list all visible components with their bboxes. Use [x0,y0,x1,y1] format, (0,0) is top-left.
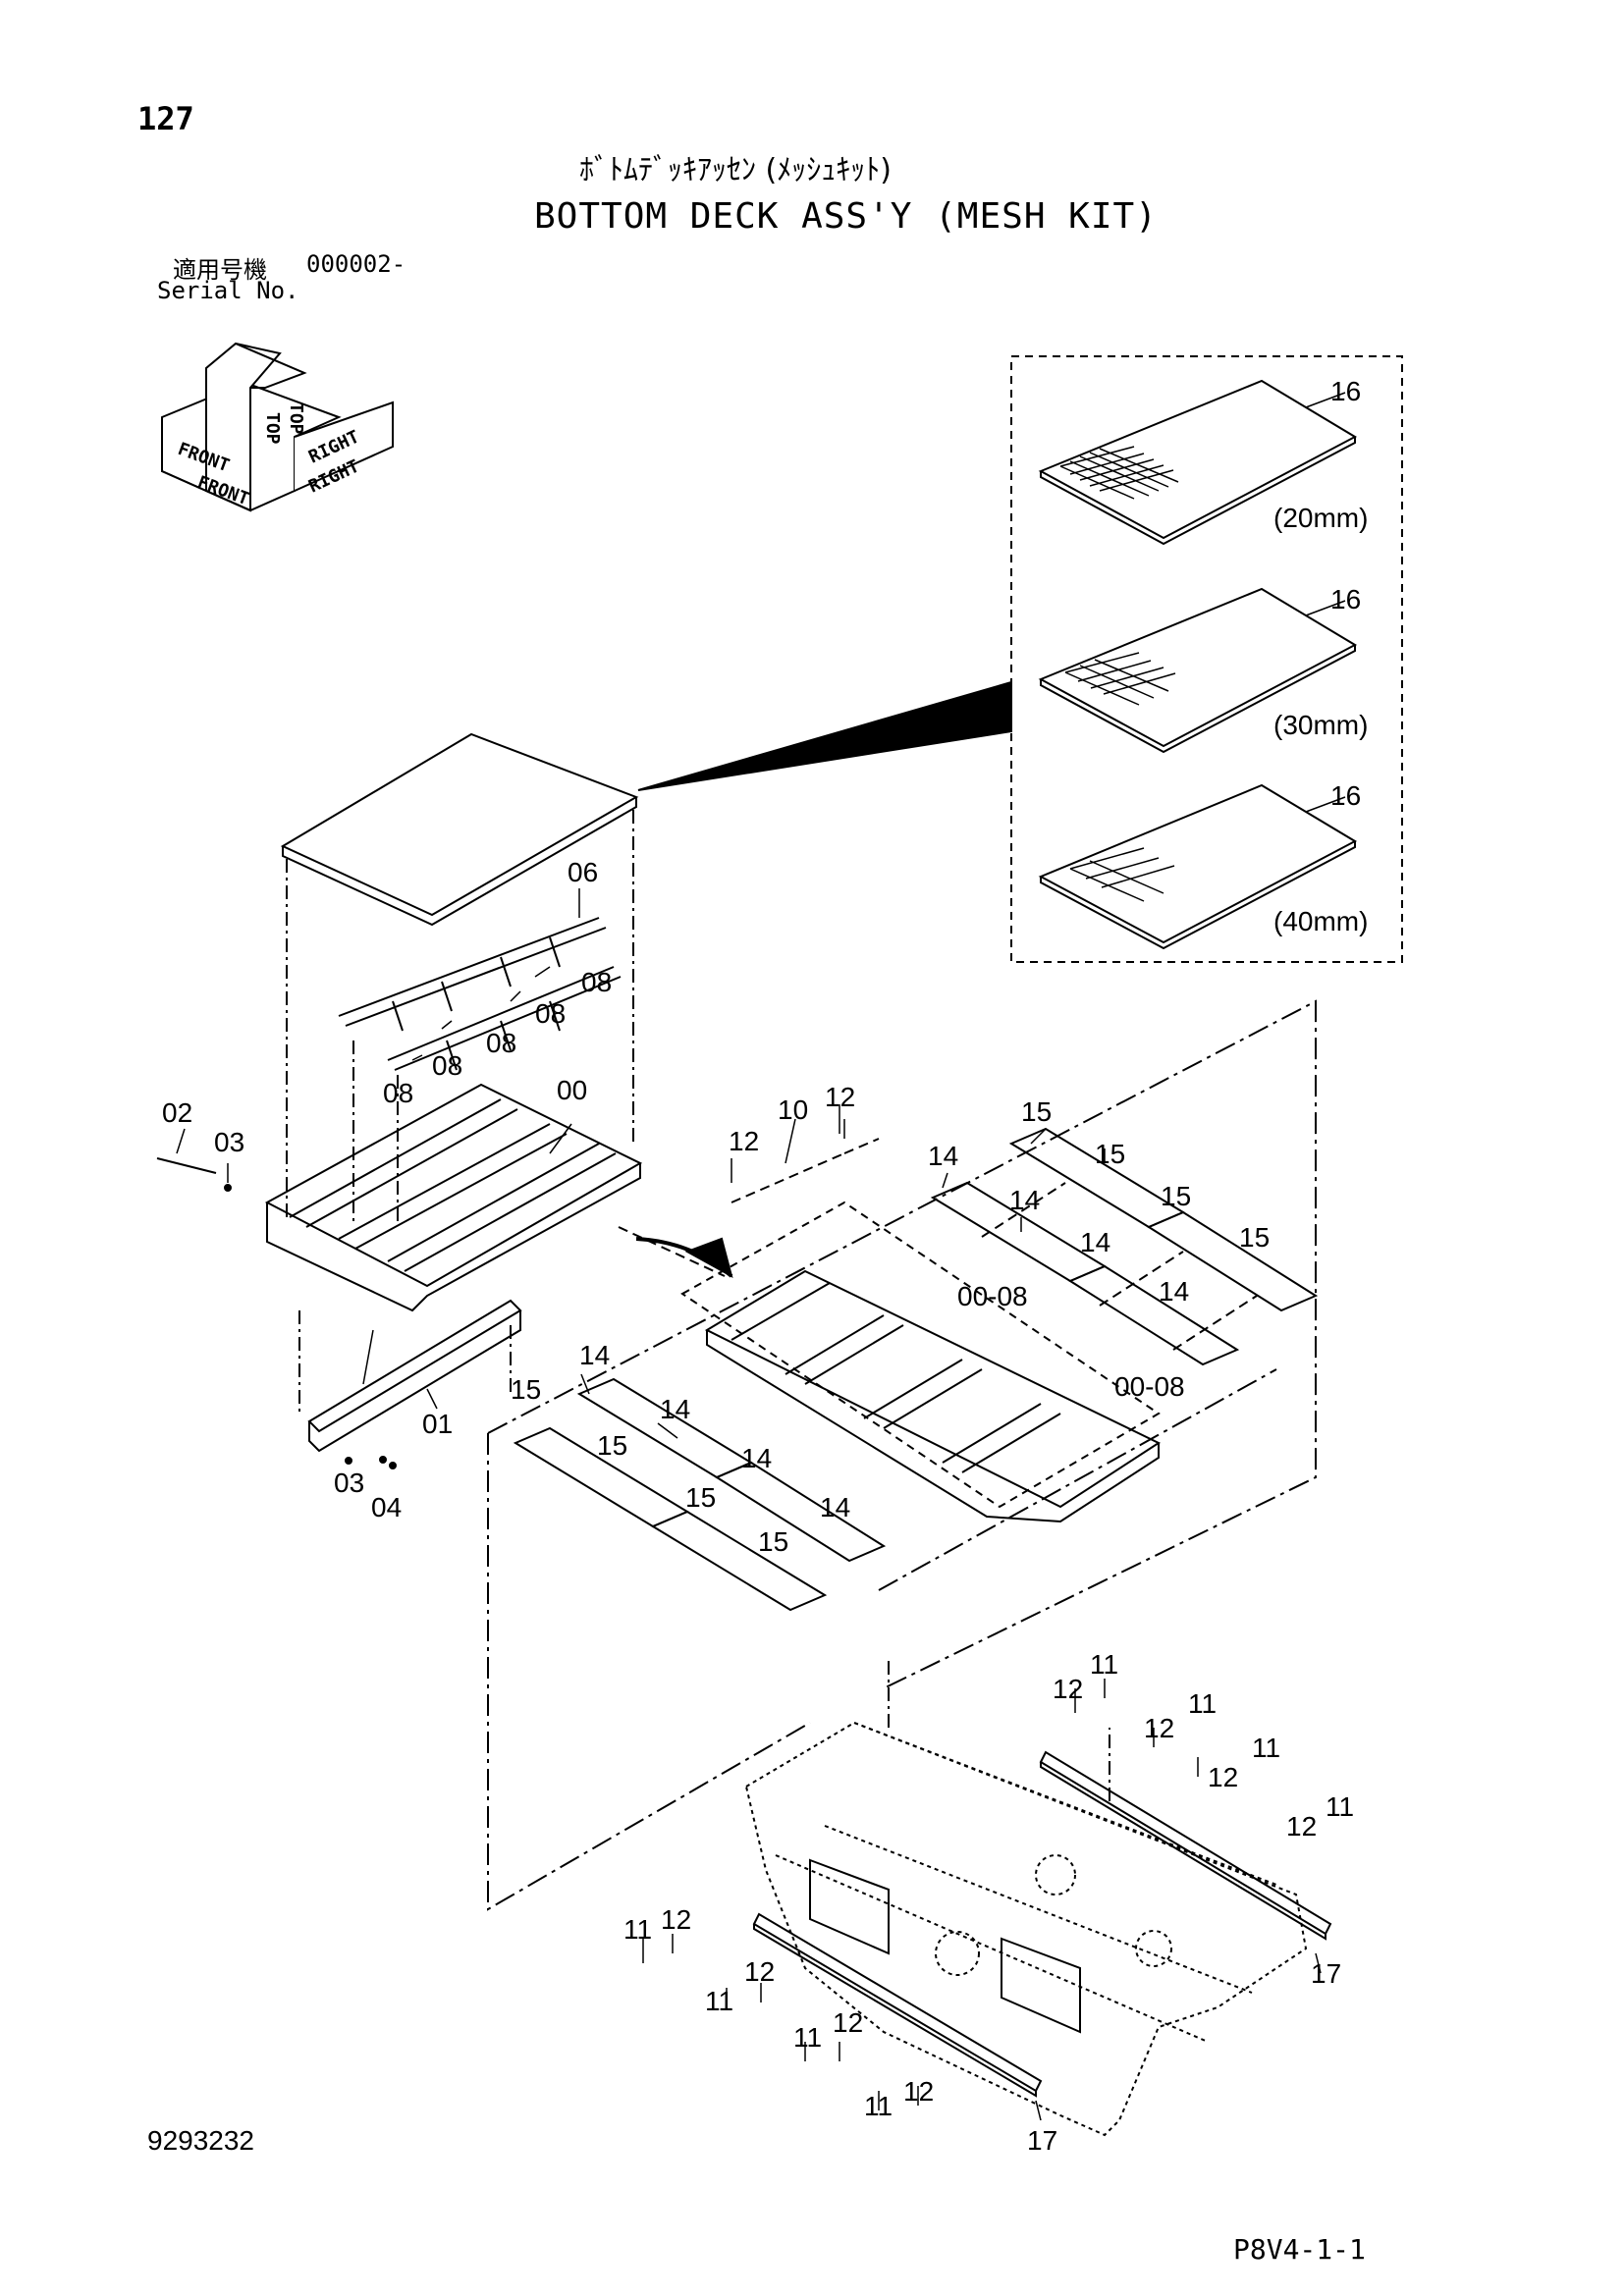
deck-mesh-assembly [618,1138,1162,1523]
callout-16: 16 [1330,584,1361,614]
callout-04: 04 [371,1492,402,1522]
callout-17: 17 [1027,2125,1057,2156]
page-reference: P8V4-1-1 [1233,2233,1366,2266]
mesh-size-label: (20mm) [1273,503,1368,533]
callout-15: 15 [511,1374,541,1405]
callout-16: 16 [1330,376,1361,406]
mesh-size-label: (40mm) [1273,906,1368,936]
top-label-2: TOP [286,402,306,435]
leader-lines [176,888,1322,2121]
callout-17: 17 [1311,1958,1341,1989]
callout-16: 16 [1330,780,1361,811]
mesh-panel-20mm [1038,379,1358,546]
callout-14: 14 [660,1394,690,1424]
callout-08: 08 [486,1028,516,1058]
callout-11: 11 [623,1914,652,1945]
callout-12: 12 [729,1126,759,1156]
callout-15: 15 [1021,1096,1052,1127]
callout-14: 14 [1080,1227,1110,1257]
callout-06: 06 [568,857,598,887]
callout-12: 12 [903,2076,934,2107]
orientation-indicator: FRONT FRONT TOP TOP RIGHT RIGHT [161,342,394,512]
callout-12: 12 [1286,1811,1317,1842]
callout-01: 01 [422,1409,453,1439]
callout-14: 14 [741,1443,772,1473]
callout-11: 11 [1188,1688,1217,1719]
callout-15: 15 [1239,1222,1270,1253]
callout-11: 11 [864,2091,893,2121]
document-number: 9293232 [147,2125,255,2156]
callout-00-08: 00-08 [1114,1371,1185,1402]
callout-15: 15 [1095,1139,1125,1169]
serial-number-value: 000002- [306,250,406,278]
callout-15: 15 [685,1482,716,1513]
callout-03: 03 [214,1127,244,1157]
callout-12: 12 [661,1904,691,1935]
callout-14: 14 [1159,1276,1189,1307]
base-chassis [744,1659,1308,2137]
side-rail [307,1299,522,1453]
assembly-guide-lines [487,999,1317,1911]
page-title-japanese: ﾎﾞﾄﾑﾃﾞｯｷｱｯｾﾝ (ﾒｯｼｭｷｯﾄ) [579,153,892,187]
callout-12: 12 [833,2007,863,2038]
left-spacer-strips [513,1377,887,1612]
support-bars [338,917,622,1222]
callout-14: 14 [1009,1185,1040,1215]
right-spacer-strips [930,1127,1319,1366]
callout-03: 03 [334,1468,364,1498]
serial-label-japanese: 適用号機 [173,256,267,284]
callout-08: 08 [581,967,612,997]
callout-15: 15 [1161,1181,1191,1211]
callout-11: 11 [1252,1733,1280,1763]
callout-15: 15 [597,1430,627,1461]
callout-12: 12 [1144,1713,1174,1743]
callout-00-08: 00-08 [957,1281,1028,1311]
page-number: 127 [137,100,194,137]
callout-08: 08 [383,1078,413,1108]
callout-08: 08 [535,998,566,1029]
mesh-panel-40mm [1038,783,1358,950]
top-mesh-panel [280,732,639,1222]
callout-11: 11 [1326,1791,1354,1822]
callout-12: 12 [1208,1762,1238,1792]
callout-15: 15 [758,1526,788,1557]
callout-14: 14 [928,1141,958,1171]
serial-label: Serial No. [157,277,299,304]
callout-11: 11 [705,1986,733,2016]
callout-12: 12 [744,1956,775,1987]
callout-02: 02 [162,1097,192,1128]
callout-11: 11 [1090,1649,1118,1680]
callout-labels: 06 08 08 08 08 08 00 02 03 01 03 04 12 1… [162,857,1354,2156]
mesh-size-label: (30mm) [1273,710,1368,740]
callout-14: 14 [820,1492,850,1522]
mesh-panel-30mm [1038,587,1358,754]
mesh-options-panel: 16 16 16 (20mm) (30mm) (40mm) [637,355,1403,963]
callout-12: 12 [825,1082,855,1112]
callout-11: 11 [793,2022,822,2053]
page-title: BOTTOM DECK ASS'Y (MESH KIT) [534,196,1158,237]
callout-10: 10 [778,1095,808,1125]
top-label: TOP [262,412,283,445]
callout-08: 08 [432,1050,462,1081]
callout-00: 00 [557,1075,587,1105]
callout-12: 12 [1053,1674,1083,1704]
long-rails [752,1750,1332,2098]
callout-14: 14 [579,1340,610,1370]
